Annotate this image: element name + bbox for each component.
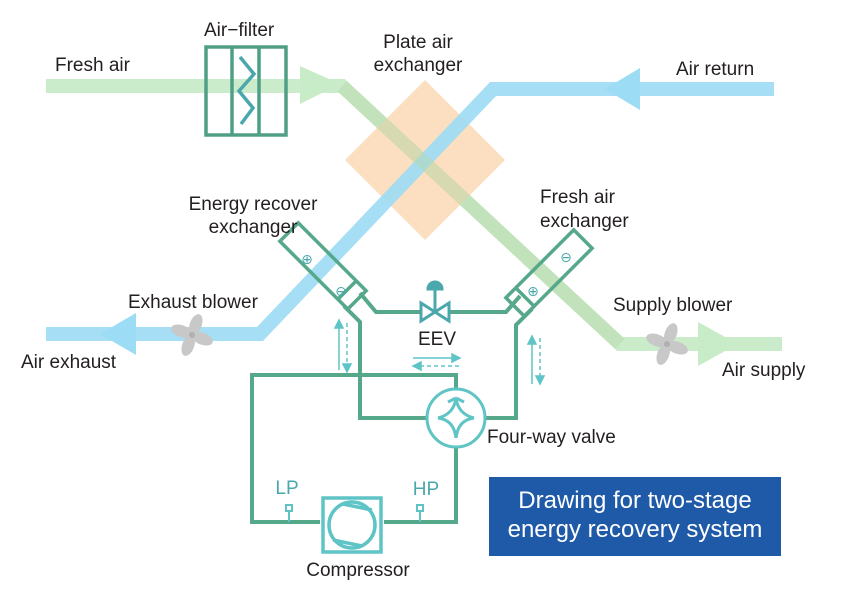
exhaust-blower-fan-icon [171, 314, 213, 356]
label-plate-exchanger-line1: Plate air [383, 32, 453, 53]
label-air-filter: Air−filter [204, 20, 275, 41]
filter-zigzag-icon [236, 55, 257, 126]
label-energy-recover-line2: exchanger [209, 217, 298, 238]
plus-icon: ⊕ [527, 284, 539, 300]
arrow-up-icon [333, 318, 345, 329]
label-supply-blower: Supply blower [613, 295, 733, 316]
label-hp: HP [413, 479, 439, 500]
return-air-arrow-icon [605, 68, 640, 110]
arrow-down-icon [534, 375, 546, 386]
four-way-valve-icon [425, 387, 487, 449]
flow-arrows [333, 318, 546, 386]
label-exhaust-blower: Exhaust blower [128, 292, 259, 313]
supply-blower-fan-icon [646, 323, 688, 365]
label-eev: EEV [418, 329, 456, 350]
label-fresh-air-exchanger-line1: Fresh air [540, 187, 616, 208]
return-air-stream [46, 68, 774, 355]
supply-air-arrow-icon [698, 322, 738, 366]
arrow-left-icon [411, 360, 422, 372]
pressure-sensors [285, 504, 424, 522]
fresh-air-arrow-icon [300, 66, 340, 104]
refrigerant-piping [250, 291, 534, 524]
label-fresh-air: Fresh air [55, 55, 131, 76]
arrow-up-icon [526, 334, 538, 345]
minus-icon: ⊖ [560, 250, 572, 266]
arrow-down-icon [341, 363, 353, 374]
hp-sensor-icon [416, 504, 424, 512]
label-air-exhaust: Air exhaust [21, 352, 117, 373]
energy-recover-exchanger: ⊕ ⊖ [277, 220, 369, 312]
label-lp: LP [275, 478, 298, 499]
title-line-2: energy recovery system [508, 516, 763, 543]
label-energy-recover-line1: Energy recover [189, 194, 319, 215]
plus-icon: ⊕ [301, 252, 313, 268]
label-fresh-air-exchanger-line2: exchanger [540, 211, 629, 232]
label-compressor: Compressor [306, 560, 410, 581]
title-line-1: Drawing for two-stage [518, 487, 751, 514]
exhaust-air-arrow-icon [100, 313, 136, 355]
label-air-supply: Air supply [722, 360, 806, 381]
air-filter [204, 45, 288, 137]
label-air-return: Air return [676, 59, 754, 80]
eev-valve-icon [419, 280, 451, 324]
label-four-way-valve: Four-way valve [487, 427, 616, 448]
arrow-right-icon [451, 352, 462, 364]
compressor-icon [321, 496, 383, 554]
label-plate-exchanger-line2: exchanger [374, 55, 463, 76]
diagram-title-box: Drawing for two-stage energy recovery sy… [489, 477, 781, 556]
lp-sensor-icon [285, 504, 293, 512]
minus-icon: ⊖ [335, 284, 347, 300]
fresh-air-stream [46, 66, 782, 366]
fresh-air-exchanger: ⊖ ⊕ [503, 227, 595, 319]
